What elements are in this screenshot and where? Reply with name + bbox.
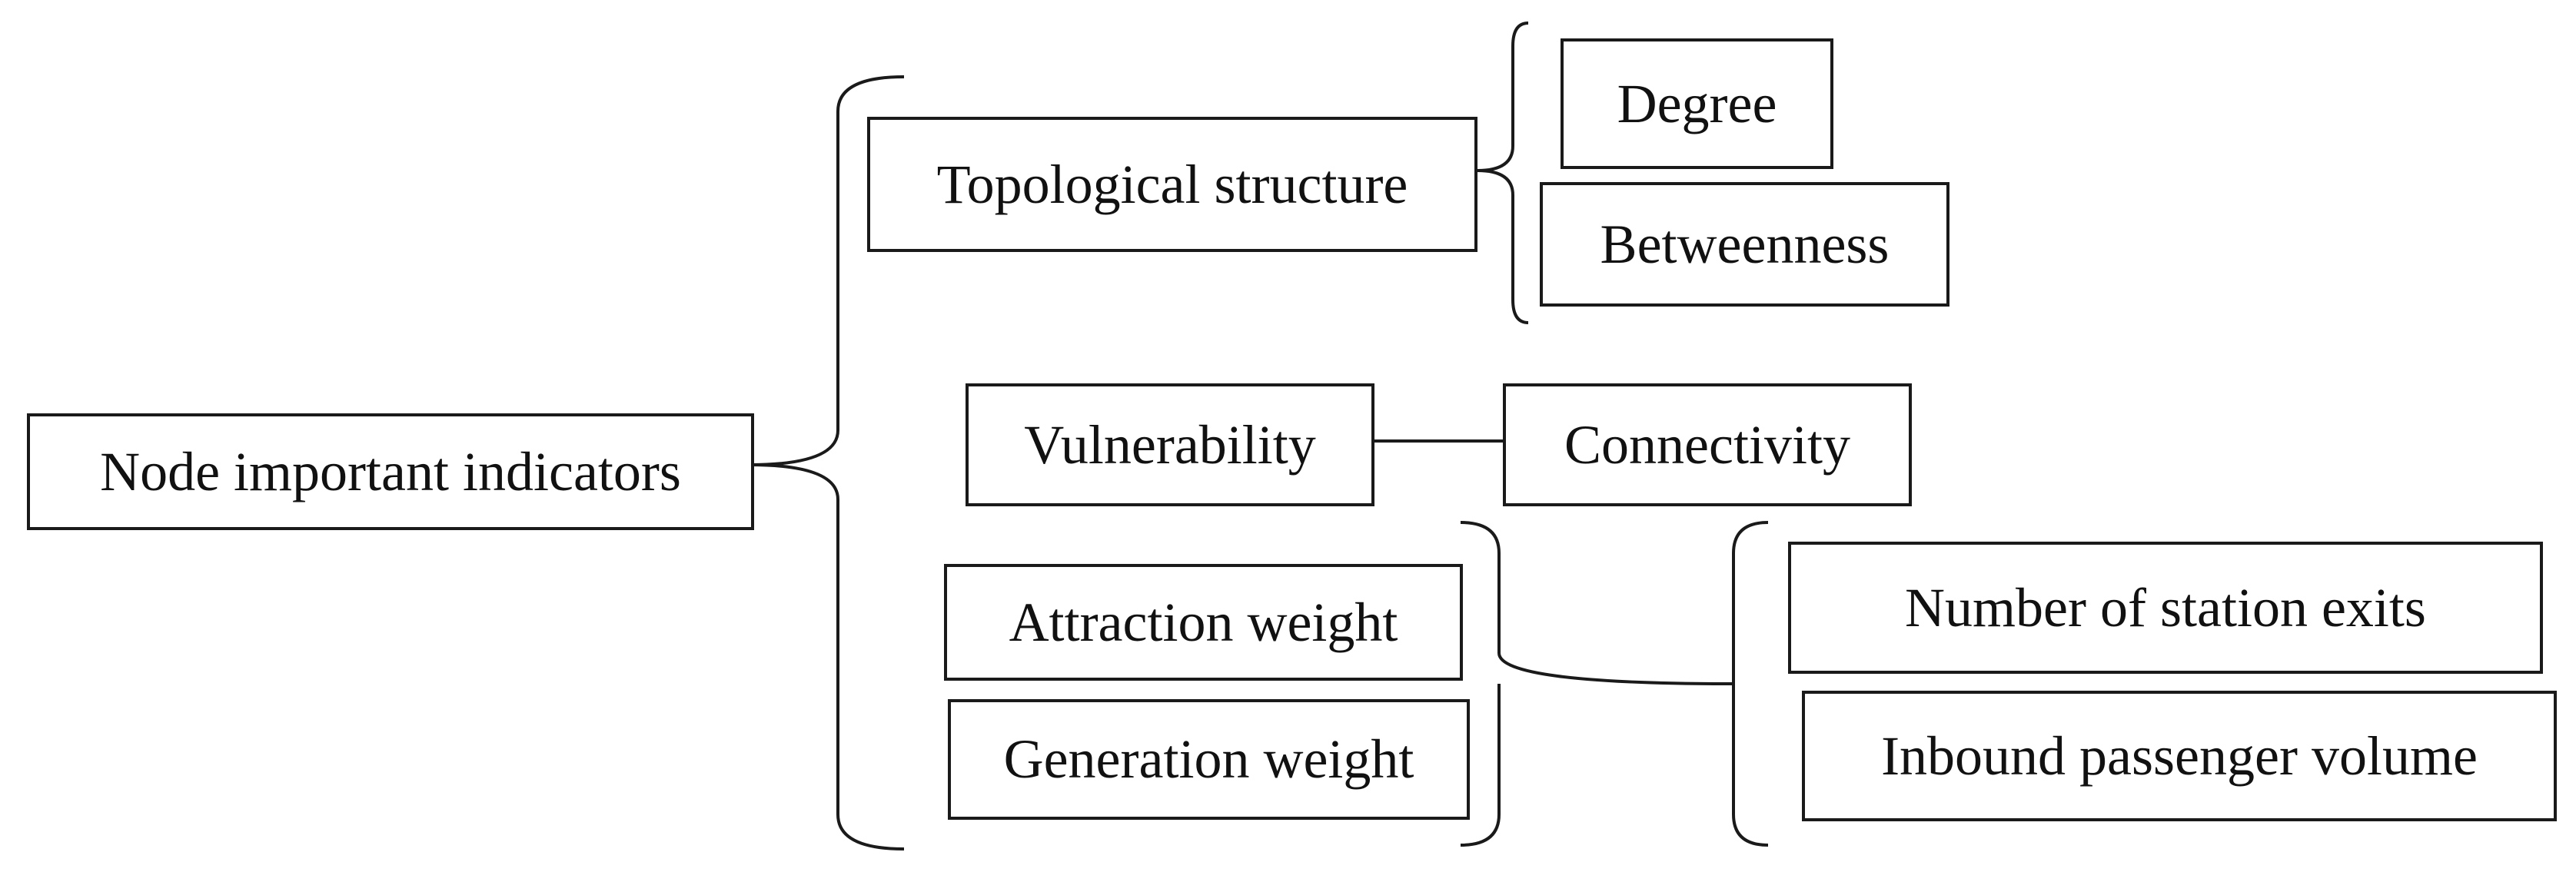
weight-brace bbox=[1460, 521, 1734, 847]
topological-structure-box: Topological structure bbox=[867, 117, 1477, 252]
attraction-weight-box: Attraction weight bbox=[944, 564, 1463, 681]
inbound-passenger-volume-box: Inbound passenger volume bbox=[1802, 691, 2557, 821]
connectivity-box: Connectivity bbox=[1503, 383, 1912, 506]
vulnerability-box: Vulnerability bbox=[966, 383, 1374, 506]
root-node-box: Node important indicators bbox=[27, 413, 754, 530]
degree-box: Degree bbox=[1561, 38, 1833, 169]
generation-weight-box: Generation weight bbox=[948, 699, 1470, 820]
station-exits-box: Number of station exits bbox=[1788, 542, 2543, 674]
topology-brace bbox=[1477, 22, 1529, 324]
betweenness-box: Betweenness bbox=[1540, 182, 1949, 307]
station-brace bbox=[1731, 521, 1769, 847]
